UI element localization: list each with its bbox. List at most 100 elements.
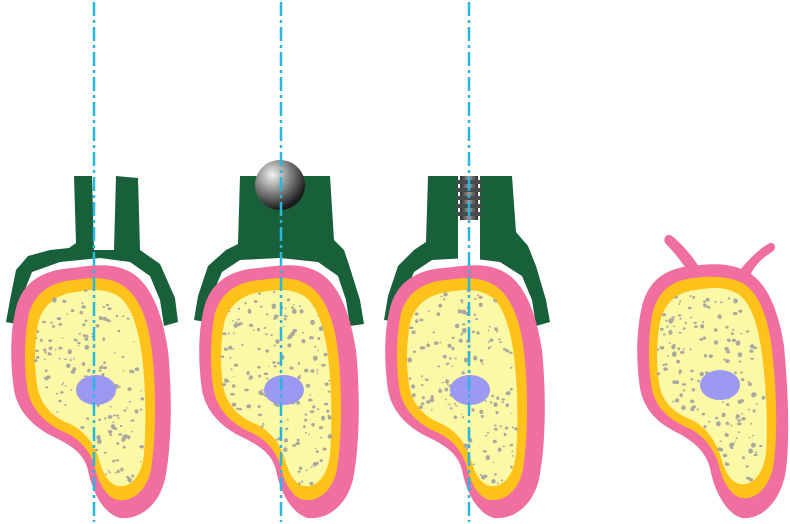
- bone-speckle: [98, 419, 101, 421]
- bone-speckle: [746, 477, 750, 480]
- bone-speckle: [413, 350, 416, 353]
- bone-speckle: [121, 356, 124, 358]
- bone-speckle: [752, 435, 754, 437]
- bone-speckle: [449, 357, 452, 359]
- bone-speckle: [663, 333, 666, 335]
- bone-speckle: [126, 318, 129, 320]
- bone-speckle: [679, 332, 682, 334]
- bone-speckle: [44, 359, 46, 360]
- bone-speckle: [690, 295, 692, 297]
- bone-speckle: [455, 405, 457, 407]
- bone-speckle: [232, 320, 234, 321]
- bone-speckle: [258, 405, 261, 408]
- bone-speckle: [505, 426, 508, 429]
- bone-speckle: [43, 348, 46, 351]
- bone-speckle: [678, 314, 682, 316]
- bone-speckle: [258, 292, 260, 295]
- bone-speckle: [675, 380, 679, 384]
- bone-speckle: [464, 444, 468, 448]
- bone-speckle: [461, 302, 463, 304]
- bone-speckle: [736, 414, 740, 418]
- bone-speckle: [450, 407, 453, 409]
- bone-speckle: [697, 408, 699, 410]
- bone-speckle: [68, 349, 72, 354]
- bone-speckle: [49, 346, 53, 350]
- bone-speckle: [116, 315, 118, 318]
- bone-speckle: [445, 379, 449, 383]
- bone-speckle: [266, 313, 268, 315]
- bone-speckle: [479, 410, 483, 414]
- bone-speckle: [720, 301, 722, 303]
- bone-speckle: [310, 410, 315, 413]
- bone-speckle: [693, 322, 697, 324]
- bone-speckle: [52, 325, 55, 328]
- bone-speckle: [45, 386, 48, 388]
- bone-speckle: [458, 309, 462, 313]
- bone-speckle: [415, 312, 419, 315]
- bone-speckle: [729, 443, 733, 447]
- bone-speckle: [126, 407, 128, 409]
- bone-speckle: [62, 382, 64, 384]
- bone-speckle: [668, 330, 672, 335]
- bone-speckle: [476, 331, 479, 334]
- bone-speckle: [440, 342, 442, 344]
- bone-speckle: [107, 470, 109, 471]
- bone-speckle: [81, 302, 83, 304]
- bone-speckle: [475, 318, 478, 320]
- bone-speckle: [64, 404, 66, 406]
- bone-speckle: [273, 317, 277, 320]
- bone-speckle: [667, 355, 669, 357]
- bone-speckle: [750, 344, 755, 348]
- bone-speckle: [241, 344, 243, 346]
- bone-speckle: [104, 417, 106, 419]
- bone-speckle: [672, 316, 675, 318]
- bone-speckle: [140, 390, 142, 391]
- bone-speckle: [498, 338, 500, 340]
- bone-speckle: [299, 466, 302, 470]
- bone-speckle: [445, 398, 447, 400]
- bone-speckle: [679, 369, 682, 373]
- bone-speckle: [510, 413, 512, 414]
- bone-speckle: [72, 367, 76, 371]
- bone-speckle: [326, 410, 329, 413]
- bone-speckle: [494, 428, 498, 431]
- bone-speckle: [237, 323, 241, 327]
- bone-speckle: [491, 395, 494, 397]
- bone-speckle: [738, 310, 742, 313]
- bone-speckle: [112, 460, 115, 463]
- bone-speckle: [431, 409, 433, 411]
- bone-speckle: [677, 347, 680, 350]
- bone-speckle: [120, 468, 123, 472]
- bone-speckle: [732, 339, 736, 342]
- bone-speckle: [463, 373, 465, 374]
- bone-speckle: [675, 398, 679, 402]
- bone-speckle: [297, 439, 300, 442]
- bone-speckle: [503, 446, 506, 448]
- bone-speckle: [749, 437, 751, 438]
- bone-speckle: [673, 326, 675, 328]
- bone-speckle: [276, 439, 279, 441]
- bone-speckle: [471, 408, 474, 411]
- bone-speckle: [491, 479, 495, 483]
- bone-speckle: [663, 367, 668, 371]
- bone-speckle: [105, 473, 107, 475]
- bone-speckle: [299, 305, 301, 307]
- bone-speckle: [233, 376, 235, 377]
- bone-speckle: [228, 346, 232, 350]
- bone-speckle: [123, 409, 126, 411]
- bone-speckle: [683, 327, 686, 330]
- bone-speckle: [692, 405, 696, 408]
- bone-speckle: [445, 388, 449, 392]
- bone-speckle: [296, 442, 300, 445]
- bone-speckle: [36, 337, 38, 339]
- bone-speckle: [449, 404, 451, 406]
- bone-speckle: [727, 339, 731, 343]
- bone-speckle: [50, 322, 52, 324]
- bone-speckle: [741, 417, 745, 420]
- bone-speckle: [672, 401, 674, 403]
- bone-speckle: [427, 342, 429, 343]
- bone-speckle: [327, 415, 330, 418]
- bone-speckle: [504, 433, 507, 436]
- bone-speckle: [301, 481, 303, 483]
- bone-speckle: [502, 401, 504, 403]
